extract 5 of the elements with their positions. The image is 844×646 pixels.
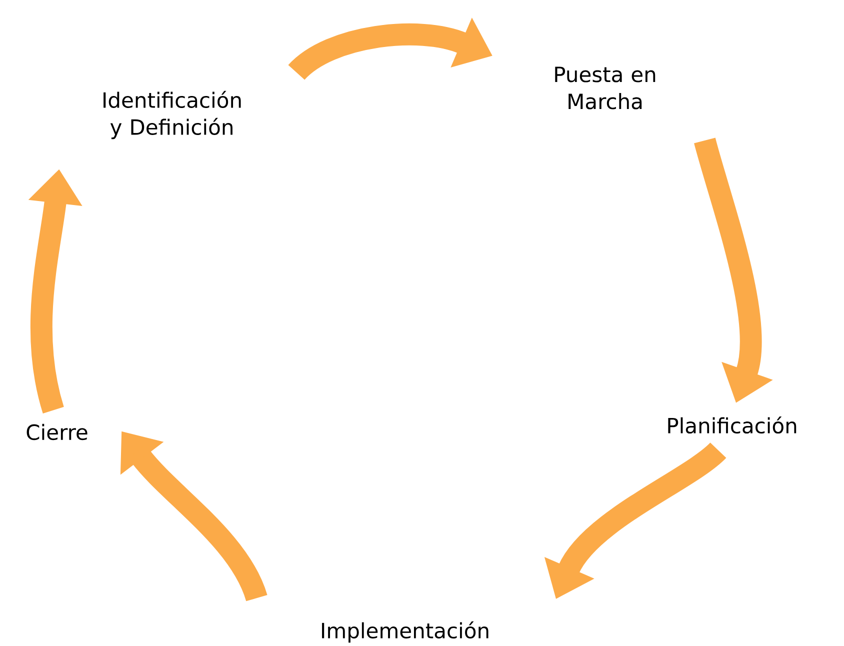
stage-label: Cierre xyxy=(26,424,88,440)
stage-label: Puesta en Marcha xyxy=(555,66,656,110)
stage-label: Identificación y Definición xyxy=(104,90,241,140)
stage-label: Planificación xyxy=(668,416,796,434)
stage-label: Implementación xyxy=(322,621,488,643)
